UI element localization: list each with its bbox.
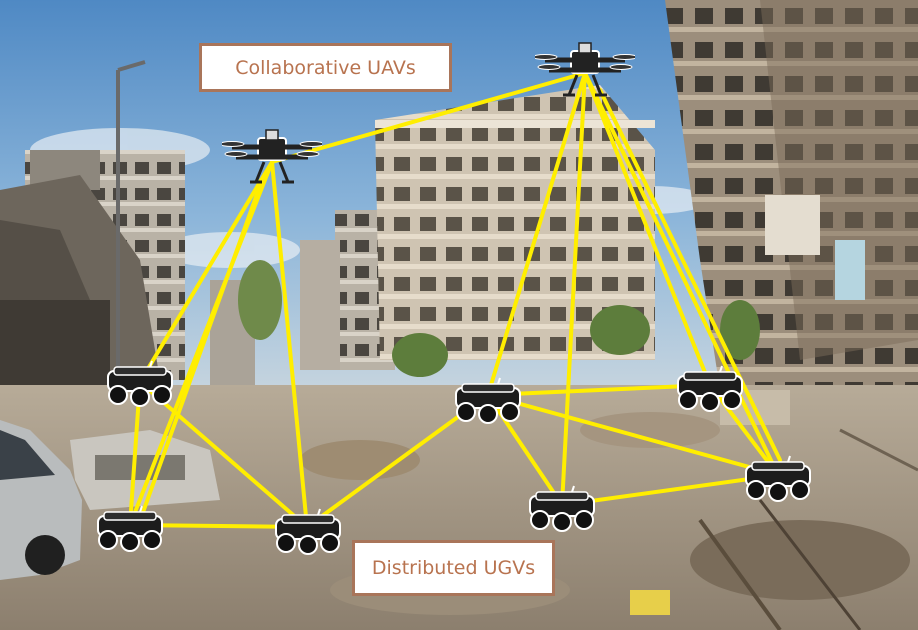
central-building	[300, 85, 655, 370]
street-lamp	[116, 60, 146, 420]
ugv-robot	[97, 505, 163, 552]
ugv-robot	[455, 377, 521, 424]
ruined-buildings-left	[0, 150, 255, 400]
wrecked-cars	[0, 420, 220, 580]
uav-group-label: Collaborative UAVs	[199, 43, 452, 92]
ugv-group-label: Distributed UGVs	[352, 540, 555, 596]
ugv-robot	[107, 360, 173, 407]
ugv-robot	[529, 485, 595, 532]
ugv-robot	[677, 365, 743, 412]
ugv-robot	[275, 508, 341, 555]
trees	[238, 260, 760, 377]
right-building	[665, 0, 918, 390]
ugv-robot	[745, 455, 811, 502]
